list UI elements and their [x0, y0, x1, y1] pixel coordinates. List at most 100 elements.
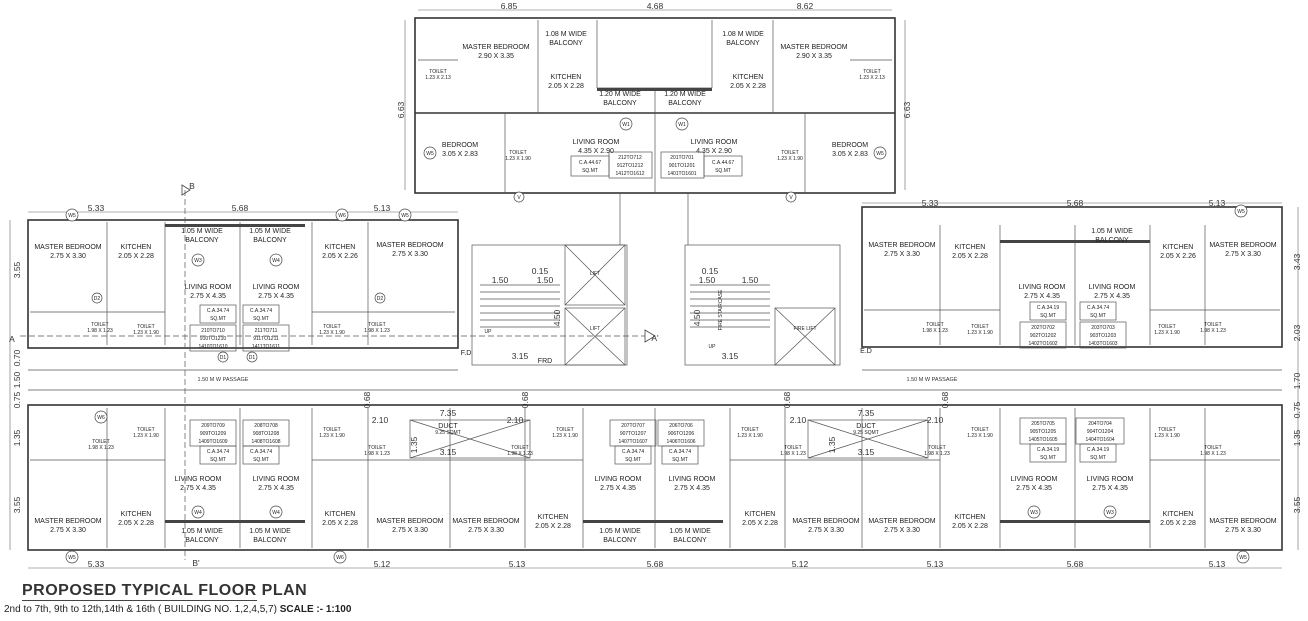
- svg-text:LIVING ROOM: LIVING ROOM: [595, 476, 642, 483]
- svg-text:DUCT: DUCT: [856, 423, 876, 430]
- svg-text:SQ.MT: SQ.MT: [210, 316, 226, 322]
- dim-bot-3: 5.13: [509, 559, 526, 569]
- svg-text:0.15: 0.15: [532, 266, 549, 276]
- svg-text:W1: W1: [678, 122, 686, 128]
- room-label: TOILET: [863, 69, 880, 75]
- svg-text:1.23 X 1.90: 1.23 X 1.90: [967, 330, 993, 336]
- svg-text:TOILET: TOILET: [1158, 324, 1175, 330]
- svg-text:1.05 M WIDE: 1.05 M WIDE: [249, 228, 291, 235]
- flat-box-b1: 209TO709 909TO1209 1409TO1609 C.A.34.74 …: [189, 419, 237, 465]
- svg-text:4.50: 4.50: [552, 309, 562, 326]
- svg-text:1.23 X 1.90: 1.23 X 1.90: [1154, 433, 1180, 439]
- svg-text:TOILET: TOILET: [368, 445, 385, 451]
- svg-text:1.05 M WIDE: 1.05 M WIDE: [669, 528, 711, 535]
- flat-box-b5: 205TO705 905TO1205 1405TO1605 C.A.34.19 …: [1019, 417, 1067, 463]
- svg-text:LIVING ROOM: LIVING ROOM: [1087, 476, 1134, 483]
- svg-text:MASTER BEDROOM: MASTER BEDROOM: [1209, 518, 1276, 525]
- room-label: TOILET: [509, 150, 526, 156]
- svg-text:TOILET: TOILET: [323, 427, 340, 433]
- dim-bot-6: 5.13: [927, 559, 944, 569]
- svg-text:2.75 X 4.35: 2.75 X 4.35: [600, 485, 636, 492]
- svg-text:207TO707: 207TO707: [621, 423, 645, 429]
- svg-text:2.75 X 3.30: 2.75 X 3.30: [468, 527, 504, 534]
- svg-text:D2: D2: [94, 296, 101, 302]
- svg-text:1.98 X 1.23: 1.98 X 1.23: [364, 451, 390, 457]
- flat-box-b4: 206TO706 906TO1206 1406TO1606 C.A.34.74 …: [657, 419, 705, 465]
- svg-text:TOILET: TOILET: [511, 445, 528, 451]
- svg-text:2.75 X 4.35: 2.75 X 4.35: [258, 293, 294, 300]
- svg-text:3.15: 3.15: [858, 447, 875, 457]
- svg-text:206TO706: 206TO706: [669, 423, 693, 429]
- svg-text:KITCHEN: KITCHEN: [538, 514, 569, 521]
- dim-bot-5: 5.12: [792, 559, 809, 569]
- svg-text:SQ.MT: SQ.MT: [715, 168, 731, 174]
- svg-text:TOILET: TOILET: [971, 324, 988, 330]
- svg-text:BALCONY: BALCONY: [603, 537, 637, 544]
- svg-text:1.98 X 1.23: 1.98 X 1.23: [507, 451, 533, 457]
- dim-right-6: 3.55: [1292, 496, 1302, 513]
- dim-right-4: 0.75: [1292, 401, 1302, 418]
- svg-text:LIVING ROOM: LIVING ROOM: [253, 476, 300, 483]
- room-label: BALCONY: [603, 100, 637, 107]
- svg-text:1.23 X 1.90: 1.23 X 1.90: [133, 330, 159, 336]
- svg-text:KITCHEN: KITCHEN: [955, 514, 986, 521]
- svg-text:2.05 X 2.28: 2.05 X 2.28: [742, 520, 778, 527]
- dim-topv-1: 6.63: [396, 101, 406, 118]
- svg-text:203TO703: 203TO703: [1091, 325, 1115, 331]
- svg-text:2.05 X 2.28: 2.05 X 2.28: [1160, 520, 1196, 527]
- svg-text:902TO1202: 902TO1202: [1030, 333, 1057, 339]
- svg-text:1.98 X 1.23: 1.98 X 1.23: [1200, 451, 1226, 457]
- svg-text:901TO1201: 901TO1201: [669, 163, 696, 169]
- svg-text:BALCONY: BALCONY: [253, 537, 287, 544]
- room-size: 2.90 X 3.35: [796, 53, 832, 60]
- svg-text:TOILET: TOILET: [1204, 445, 1221, 451]
- svg-text:906TO1206: 906TO1206: [668, 431, 695, 437]
- svg-text:2.75 X 4.35: 2.75 X 4.35: [258, 485, 294, 492]
- svg-text:1409TO1609: 1409TO1609: [198, 439, 227, 445]
- svg-text:W5: W5: [401, 213, 409, 219]
- svg-text:F.D: F.D: [461, 350, 472, 357]
- svg-text:1412TO1612: 1412TO1612: [615, 171, 644, 177]
- svg-text:2.10: 2.10: [507, 415, 524, 425]
- svg-text:1.50: 1.50: [742, 275, 759, 285]
- flat-box-mr1: C.A.34.19 SQ.MT 202TO702 902TO1202 1402T…: [1019, 301, 1067, 349]
- svg-text:9.25 SQMT: 9.25 SQMT: [435, 430, 461, 436]
- dim-bot-7: 5.68: [1067, 559, 1084, 569]
- flat-box-b6: 204TO704 904TO1204 1404TO1604 C.A.34.19 …: [1075, 417, 1125, 463]
- svg-text:BALCONY: BALCONY: [185, 537, 219, 544]
- dim-left-3: 1.35: [12, 429, 22, 446]
- svg-text:4.50: 4.50: [692, 309, 702, 326]
- svg-text:D2: D2: [377, 296, 384, 302]
- svg-text:E.D: E.D: [860, 348, 872, 355]
- svg-text:1.98 X 1.23: 1.98 X 1.23: [88, 445, 114, 451]
- middle-left-block: MASTER BEDROOM 2.75 X 3.30 KITCHEN 2.05 …: [34, 228, 443, 336]
- dim-mid-2: 5.68: [232, 203, 249, 213]
- section-mark-b-prime: B': [192, 558, 200, 568]
- svg-text:1401TO1601: 1401TO1601: [667, 171, 696, 177]
- svg-text:2.75 X 3.30: 2.75 X 3.30: [50, 527, 86, 534]
- svg-text:C.A.34.74: C.A.34.74: [1087, 305, 1109, 311]
- svg-text:1.50: 1.50: [492, 275, 509, 285]
- svg-text:2.75 X 4.35: 2.75 X 4.35: [674, 485, 710, 492]
- svg-text:TOILET: TOILET: [928, 445, 945, 451]
- svg-text:SQ.MT: SQ.MT: [253, 316, 269, 322]
- room-label: MASTER BEDROOM: [780, 44, 847, 51]
- svg-text:TOILET: TOILET: [137, 427, 154, 433]
- svg-text:LIVING ROOM: LIVING ROOM: [253, 284, 300, 291]
- svg-text:TOILET: TOILET: [92, 439, 109, 445]
- svg-text:7.35: 7.35: [440, 408, 457, 418]
- dim-right-2: 2.03: [1292, 324, 1302, 341]
- svg-text:W4: W4: [272, 510, 280, 516]
- svg-text:LIVING ROOM: LIVING ROOM: [175, 476, 222, 483]
- svg-text:2.05 X 2.26: 2.05 X 2.26: [322, 253, 358, 260]
- svg-text:TOILET: TOILET: [556, 427, 573, 433]
- svg-text:C.A.34.19: C.A.34.19: [1037, 305, 1059, 311]
- svg-text:W5: W5: [1237, 209, 1245, 215]
- svg-text:2.75 X 3.30: 2.75 X 3.30: [884, 527, 920, 534]
- flat-box-mr2: C.A.34.74 SQ.MT 203TO703 903TO1203 1403T…: [1079, 301, 1127, 349]
- svg-text:W5: W5: [876, 151, 884, 157]
- svg-text:1.23 X 1.90: 1.23 X 1.90: [967, 433, 993, 439]
- svg-text:1407TO1607: 1407TO1607: [618, 439, 647, 445]
- dim-mid-3: 5.13: [374, 203, 391, 213]
